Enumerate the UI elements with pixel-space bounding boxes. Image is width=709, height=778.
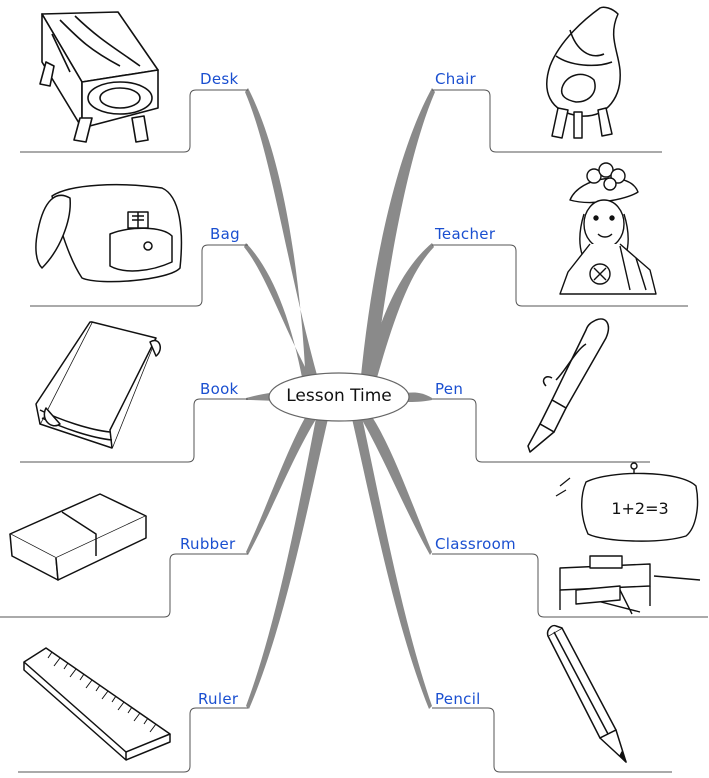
bracket-desk [20, 89, 248, 153]
label-classroom: Classroom [435, 535, 516, 553]
label-chair: Chair [435, 70, 477, 88]
left-brackets [0, 89, 248, 773]
bracket-book [20, 398, 248, 463]
bag-icon [35, 183, 183, 283]
bracket-classroom [432, 553, 708, 618]
label-rubber: Rubber [180, 535, 236, 553]
bracket-pencil [432, 707, 672, 773]
pencil-icon [546, 624, 627, 763]
branch-pencil [350, 408, 432, 709]
right-brackets [432, 89, 708, 773]
bracket-rubber [0, 553, 248, 618]
center-node [268, 372, 410, 422]
rubber-icon [9, 493, 147, 581]
label-ruler: Ruler [198, 690, 239, 708]
bracket-pen [432, 398, 650, 463]
desk-icon [39, 11, 159, 143]
label-bag: Bag [210, 225, 240, 243]
branch-ruler [246, 408, 330, 709]
bracket-teacher [432, 244, 688, 307]
bracket-chair [432, 89, 662, 153]
center-title: Lesson Time [286, 386, 392, 406]
label-teacher: Teacher [435, 225, 496, 243]
pen-icon [527, 318, 610, 453]
label-desk: Desk [200, 70, 239, 88]
book-icon [35, 321, 161, 449]
branch-pen [406, 392, 432, 402]
ruler-icon [23, 647, 171, 761]
teacher-icon [559, 162, 657, 295]
branch-teacher [362, 243, 434, 388]
blackboard-text: 1+2=3 [611, 499, 668, 518]
chair-icon [546, 6, 621, 139]
branches [244, 88, 435, 709]
label-pencil: Pencil [435, 690, 481, 708]
bracket-bag [30, 244, 248, 307]
label-book: Book [200, 380, 239, 398]
ruler-ticks [47, 651, 157, 733]
bracket-ruler [18, 707, 248, 773]
branch-classroom [356, 408, 432, 555]
label-pen: Pen [435, 380, 464, 398]
branch-desk [245, 88, 320, 386]
classroom-icon: 1+2=3 [555, 462, 701, 615]
branch-rubber [246, 406, 322, 555]
branch-chair [360, 88, 435, 386]
